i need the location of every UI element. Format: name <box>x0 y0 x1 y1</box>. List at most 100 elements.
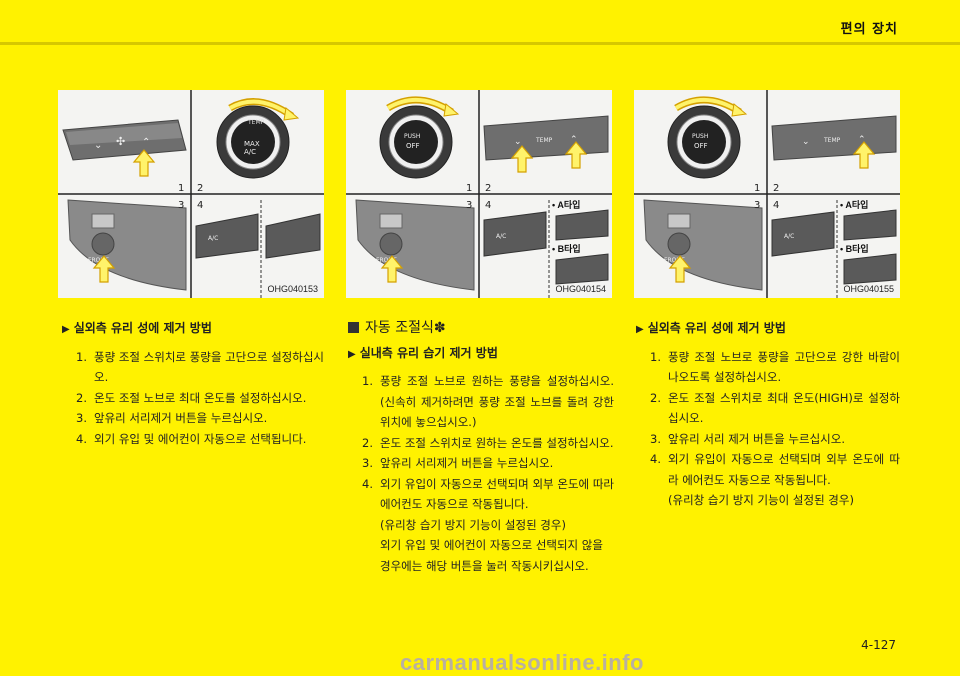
step-num: 2. <box>650 390 661 405</box>
watermark: carmanualsonline.info <box>400 650 644 675</box>
step-num: 4. <box>362 476 373 491</box>
step-text: 온도 조절 노브로 최대 온도를 설정하십시오. <box>94 390 307 405</box>
big-heading: 자동 조절식✽ <box>348 318 614 339</box>
step-text: 풍량 조절 노브로 풍량을 고단으로 강한 바람이 나오도록 설정하십시오. <box>668 349 900 385</box>
section-heading-text: 실외측 유리 성에 제거 방법 <box>73 321 212 335</box>
section-heading: ▶실내측 유리 습기 제거 방법 <box>348 343 614 366</box>
section-heading-text: 실내측 유리 습기 제거 방법 <box>359 345 498 360</box>
svg-text:✣: ✣ <box>116 135 125 148</box>
svg-text:TEMP: TEMP <box>247 119 265 126</box>
front-label: FRONT <box>664 257 685 264</box>
fig-num-4: 4 <box>485 200 491 211</box>
list-item: 3. 앞유리 서리제거 버튼을 누르십시오. <box>362 453 614 474</box>
type-b-label: • B타입 <box>840 243 869 254</box>
svg-text:PUSH: PUSH <box>692 133 708 140</box>
triangle-bullet-icon: ▶ <box>62 324 70 335</box>
step-num: 2. <box>362 435 373 450</box>
list-item: 1. 풍량 조절 노브로 원하는 풍량을 설정하십시오. (신속히 제거하려면 풍… <box>362 371 614 433</box>
svg-text:A/C: A/C <box>496 233 506 240</box>
page-header-title: 편의 장치 <box>840 22 898 37</box>
step-num: 3. <box>362 456 373 470</box>
column-3: ▶실외측 유리 성에 제거 방법 1. 풍량 조절 노브로 풍량을 고단으로 강한… <box>636 318 900 511</box>
step-num: 4. <box>650 452 661 466</box>
svg-text:A/C: A/C <box>208 235 218 242</box>
svg-text:⌃: ⌃ <box>142 137 150 148</box>
step-num: 3. <box>650 431 661 446</box>
section-heading: ▶실외측 유리 성에 제거 방법 <box>62 318 324 341</box>
step-text: 앞유리 서리제거 버튼을 누르십시오. <box>94 411 268 425</box>
type-b-label: • B타입 <box>552 243 581 254</box>
list-item: 1. 풍량 조절 노브로 풍량을 고단으로 강한 바람이 나오도록 설정하십시오. <box>650 347 900 388</box>
triangle-bullet-icon: ▶ <box>348 348 356 360</box>
step-num: 4. <box>76 431 87 446</box>
note-text: (유리창 습기 방지 기능이 설정된 경우) <box>668 493 854 507</box>
svg-text:OFF: OFF <box>694 142 708 150</box>
fig-num-1: 1 <box>466 183 472 194</box>
list-item: 2. 온도 조절 스위치로 최대 온도(HIGH)로 설정하십시오. <box>650 388 900 429</box>
figure-3: PUSH OFF ⌄ TEMP ⌃ FRONT A/C • A타입 • B타입 … <box>634 90 900 298</box>
list-item: 4. 외기 유입이 자동으로 선택되며 외부 온도에 따라 에어컨도 자동으로 작… <box>362 474 614 515</box>
list-item: 3. 앞유리 서리 제거 버튼을 누르십시오. <box>650 429 900 450</box>
steps-list: 1. 풍량 조절 스위치로 풍량을 고단으로 설정하십시오. 2. 온도 조절 노브… <box>62 347 324 450</box>
svg-text:A/C: A/C <box>244 148 256 156</box>
fig-num-3: 3 <box>754 200 760 211</box>
type-a-label: • A타입 <box>840 199 868 210</box>
fig-num-4: 4 <box>197 200 203 211</box>
figure-2: PUSH OFF ⌄ TEMP ⌃ FRONT A/C • A타입 • B타입 … <box>346 90 612 298</box>
note-text: (유리창 습기 방지 기능이 설정된 경우) <box>380 517 566 532</box>
list-item: 1. 풍량 조절 스위치로 풍량을 고단으로 설정하십시오. <box>76 347 324 388</box>
step-text: 외기 유입이 자동으로 선택되며 외부 온도에 따라 에어컨도 자동으로 작동됩… <box>380 476 614 512</box>
step-text: 온도 조절 스위치로 최대 온도(HIGH)로 설정하십시오. <box>668 390 900 426</box>
step-text: 앞유리 서리제거 버튼을 누르십시오. <box>380 456 554 470</box>
steps-list: 1. 풍량 조절 노브로 풍량을 고단으로 강한 바람이 나오도록 설정하십시오.… <box>636 347 900 491</box>
step-num: 1. <box>650 349 661 364</box>
svg-text:⌄: ⌄ <box>94 140 102 151</box>
header-bar: 편의 장치 <box>0 0 960 45</box>
figure-code: OHG040154 <box>555 284 606 294</box>
svg-text:⌄: ⌄ <box>514 137 522 147</box>
fig-num-2: 2 <box>773 183 779 194</box>
step-num: 1. <box>362 374 373 388</box>
fig-num-2: 2 <box>485 183 491 194</box>
svg-text:TEMP: TEMP <box>823 137 841 144</box>
step-text: 앞유리 서리 제거 버튼을 누르십시오. <box>668 431 845 446</box>
step-text: 풍량 조절 스위치로 풍량을 고단으로 설정하십시오. <box>94 349 324 385</box>
step-num: 2. <box>76 390 87 405</box>
triangle-bullet-icon: ▶ <box>636 324 644 335</box>
step-text: 온도 조절 스위치로 원하는 온도를 설정하십시오. <box>380 435 614 450</box>
svg-text:A/C: A/C <box>784 233 794 240</box>
step-text: 외기 유입이 자동으로 선택되며 외부 온도에 따라 에어컨도 자동으로 작동됩… <box>668 452 900 487</box>
step-num: 3. <box>76 411 87 425</box>
fig-num-1: 1 <box>754 183 760 194</box>
step-text: 외기 유입 및 에어컨이 자동으로 선택됩니다. <box>94 431 307 446</box>
fig-num-3: 3 <box>178 200 184 211</box>
list-item: 3. 앞유리 서리제거 버튼을 누르십시오. <box>76 408 324 429</box>
section-heading-text: 실외측 유리 성에 제거 방법 <box>647 321 786 335</box>
figure-code: OHG040155 <box>843 284 894 294</box>
svg-text:MAX: MAX <box>244 140 260 148</box>
list-item: 2. 온도 조절 노브로 최대 온도를 설정하십시오. <box>76 388 324 409</box>
page-number: 4-127 <box>861 638 896 652</box>
figure-code: OHG040153 <box>267 284 318 294</box>
column-1: ▶실외측 유리 성에 제거 방법 1. 풍량 조절 스위치로 풍량을 고단으로 설… <box>62 318 324 449</box>
svg-text:⌄: ⌄ <box>802 137 810 147</box>
fig-num-1: 1 <box>178 183 184 194</box>
svg-text:OFF: OFF <box>406 142 420 150</box>
square-bullet-icon <box>348 322 359 333</box>
step-num: 1. <box>76 349 87 364</box>
front-label: FRONT <box>88 257 109 264</box>
type-a-label: • A타입 <box>552 199 580 210</box>
list-item: 4. 외기 유입 및 에어컨이 자동으로 선택됩니다. <box>76 429 324 450</box>
header-rule <box>0 42 960 45</box>
fig-num-4: 4 <box>773 200 779 211</box>
svg-text:⌃: ⌃ <box>570 135 578 145</box>
note-text: 외기 유입 및 에어컨이 자동으로 선택되지 않을 경우에는 해당 버튼을 눌러… <box>380 538 603 573</box>
front-label: FRONT <box>376 257 397 264</box>
svg-text:TEMP: TEMP <box>535 137 553 144</box>
figure-1: ⌄ ✣ ⌃ TEMP MAX A/C FRONT A/C 1 2 3 4 OHG… <box>58 90 324 298</box>
column-2: 자동 조절식✽ ▶실내측 유리 습기 제거 방법 1. 풍량 조절 노브로 원하는… <box>348 318 614 576</box>
fig-num-3: 3 <box>466 200 472 211</box>
step-text: 풍량 조절 노브로 원하는 풍량을 설정하십시오. (신속히 제거하려면 풍량 … <box>380 374 614 429</box>
big-heading-text: 자동 조절식✽ <box>365 320 446 336</box>
section-heading: ▶실외측 유리 성에 제거 방법 <box>636 318 900 341</box>
